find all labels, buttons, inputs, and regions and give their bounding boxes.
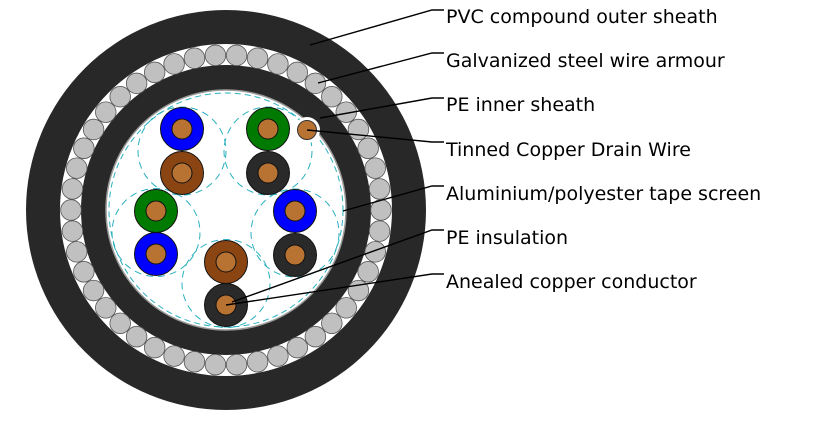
armour-wire [163,53,185,75]
armour-wire [347,118,370,141]
copper-conductor [171,162,193,184]
armour-wire [183,351,206,373]
leader-line [342,185,444,212]
armour-wire [109,312,131,334]
leader-line [309,9,444,46]
armour-wire [321,86,343,108]
armour-wire [357,137,379,159]
armour-wire [183,47,206,69]
armour-wire [125,72,148,95]
armour-wire [163,345,185,367]
copper-conductor [284,200,306,222]
copper-conductor [145,243,167,265]
armour-wire [286,336,309,359]
armour-wire [82,279,105,302]
armour-wire [95,101,117,123]
armour-wire [66,157,88,179]
copper-conductor [257,118,279,140]
pair-dashed-outline [111,188,201,277]
armour-wire [143,336,166,359]
armour-wire [225,44,248,67]
armour-wire [246,351,269,373]
armour-wire [61,220,84,242]
leader-line [225,273,444,306]
label-drain-wire: Tinned Copper Drain Wire [446,139,691,161]
copper-conductor [257,162,279,184]
armour-wire [368,220,391,242]
leader-line [319,97,444,119]
copper-conductor [145,200,167,222]
copper-conductor [215,251,237,273]
armour-wire [60,199,82,221]
leader-line [317,52,444,84]
label-inner-sheath: PE inner sheath [446,94,596,116]
armour-wire [246,47,269,69]
leader-line [306,129,444,143]
armour-wire [82,118,105,141]
label-armour: Galvanized steel wire armour [446,50,725,72]
armour-wire [364,241,386,263]
armour-wire [304,72,327,95]
armour-wire [357,261,379,283]
armour-wire [204,44,227,67]
armour-wire [225,353,248,376]
armour-wire [125,325,148,348]
armour-wire [73,261,95,283]
armour-wire [321,312,343,334]
armour-wire [304,325,327,348]
leader-line [231,229,444,303]
label-pe-insulation: PE insulation [446,227,569,249]
armour-wire [204,353,227,376]
armour-wire [368,178,391,200]
label-conductor: Anealed copper conductor [446,271,697,293]
armour-wire [286,61,309,84]
armour-wire [267,53,289,75]
armour-wire [267,345,289,367]
label-tape-screen: Aluminium/polyester tape screen [446,183,762,205]
armour-wire [109,86,131,108]
armour-wire [95,297,117,319]
armour-wire [73,137,95,159]
armour-wire [66,241,88,263]
copper-conductor [284,244,306,266]
armour-wire [335,297,357,319]
pair-dashed-outline [181,239,271,328]
armour-wire [143,61,166,84]
armour-wire [61,178,84,200]
label-outer-sheath: PVC compound outer sheath [446,6,718,28]
armour-wire [364,157,386,179]
copper-conductor [171,118,193,140]
